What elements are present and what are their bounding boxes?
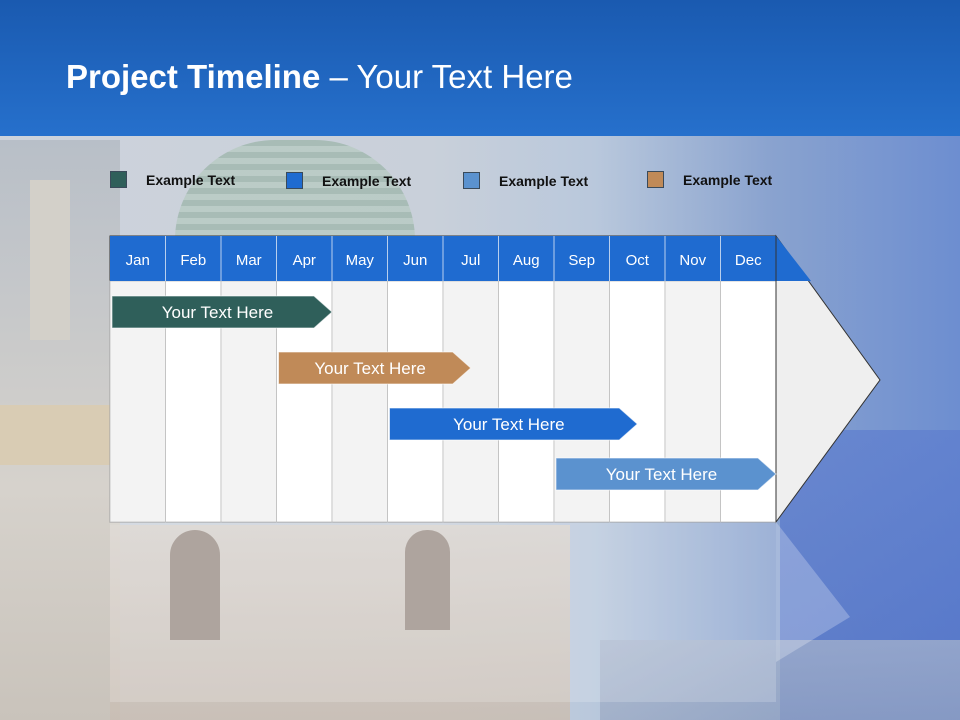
timeline-grid-reflection	[110, 522, 776, 702]
legend-label-3: Example Text	[499, 173, 589, 189]
month-label-nov: Nov	[679, 252, 706, 269]
legend-label-1: Example Text	[146, 172, 236, 188]
task-label-3: Your Text Here	[453, 415, 565, 434]
month-label-jun: Jun	[403, 252, 427, 269]
month-label-oct: Oct	[626, 252, 650, 269]
title-rest: – Your Text Here	[320, 58, 573, 95]
legend-label-2: Example Text	[322, 173, 412, 189]
timeline-arrow-reflection	[776, 522, 850, 662]
month-label-aug: Aug	[513, 252, 540, 269]
task-bar-2	[278, 351, 472, 385]
month-label-feb: Feb	[180, 252, 206, 269]
legend-swatch-1	[110, 171, 127, 188]
title-bold: Project Timeline	[66, 58, 321, 95]
month-label-dec: Dec	[735, 252, 762, 269]
month-label-may: May	[346, 252, 375, 269]
month-column-jun	[387, 280, 444, 523]
task-label-4: Your Text Here	[606, 465, 718, 484]
month-column-may	[331, 280, 388, 523]
month-label-jan: Jan	[126, 252, 150, 269]
legend-swatch-2	[286, 172, 303, 189]
task-bar-4	[555, 457, 777, 491]
legend-swatch-3	[463, 172, 480, 189]
header-banner	[0, 0, 960, 136]
task-label-2: Your Text Here	[314, 359, 426, 378]
month-column-aug	[498, 280, 555, 523]
page-title: Project Timeline – Your Text Here	[66, 58, 573, 96]
month-column-jul	[442, 280, 499, 523]
month-label-mar: Mar	[236, 252, 262, 269]
legend-label-4: Example Text	[683, 172, 773, 188]
month-label-sep: Sep	[568, 252, 595, 269]
task-label-1: Your Text Here	[162, 303, 274, 322]
task-bar-1	[111, 295, 333, 329]
month-label-apr: Apr	[293, 252, 316, 269]
legend-swatch-4	[647, 171, 664, 188]
task-bar-3	[389, 407, 639, 441]
month-header-band	[110, 236, 811, 281]
month-label-jul: Jul	[461, 252, 480, 269]
